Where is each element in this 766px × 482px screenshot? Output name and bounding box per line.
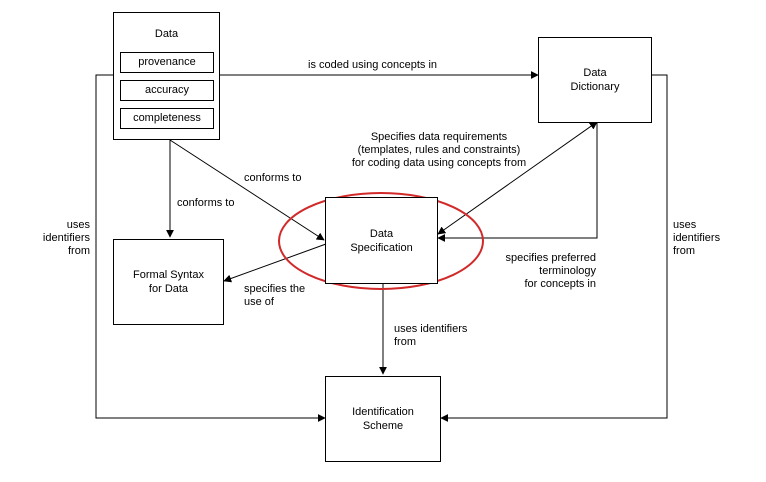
attribute-provenance: provenance bbox=[120, 52, 214, 73]
edge-dictionary-to-identification bbox=[440, 74, 668, 422]
identification-scheme-box: Identification Scheme bbox=[325, 376, 441, 462]
formal-syntax-box: Formal Syntax for Data bbox=[113, 239, 224, 325]
label-specifies-use-of: specifies the use of bbox=[244, 283, 306, 308]
label-specifies-terminology: specifies preferred terminology for conc… bbox=[505, 252, 597, 290]
edge-data-to-identification bbox=[95, 74, 326, 422]
label-uses-identifiers-center: uses identifiers from bbox=[394, 323, 468, 348]
label-conforms-to-spec: conforms to bbox=[244, 172, 302, 184]
attribute-completeness: completeness bbox=[120, 108, 214, 129]
edge-data-to-specification bbox=[169, 139, 325, 241]
edge-specification-dictionary bbox=[437, 121, 598, 235]
edge-dictionary-to-specification bbox=[437, 122, 598, 242]
attribute-accuracy: accuracy bbox=[120, 80, 214, 101]
label-uses-identifiers-right: uses identifiers from bbox=[673, 219, 733, 258]
data-dictionary-box: Data Dictionary bbox=[538, 37, 652, 123]
label-uses-identifiers-left: uses identifiers from bbox=[40, 219, 90, 258]
edge-specification-to-formal-syntax bbox=[223, 243, 327, 283]
label-coded-using: is coded using concepts in bbox=[308, 59, 438, 71]
label-specifies-requirements: Specifies data requirements (templates, … bbox=[351, 131, 527, 169]
highlight-ellipse bbox=[278, 192, 484, 290]
data-specification-box: Data Specification bbox=[325, 197, 438, 284]
label-conforms-to-syntax: conforms to bbox=[177, 197, 235, 209]
data-box-title: Data bbox=[154, 28, 179, 40]
